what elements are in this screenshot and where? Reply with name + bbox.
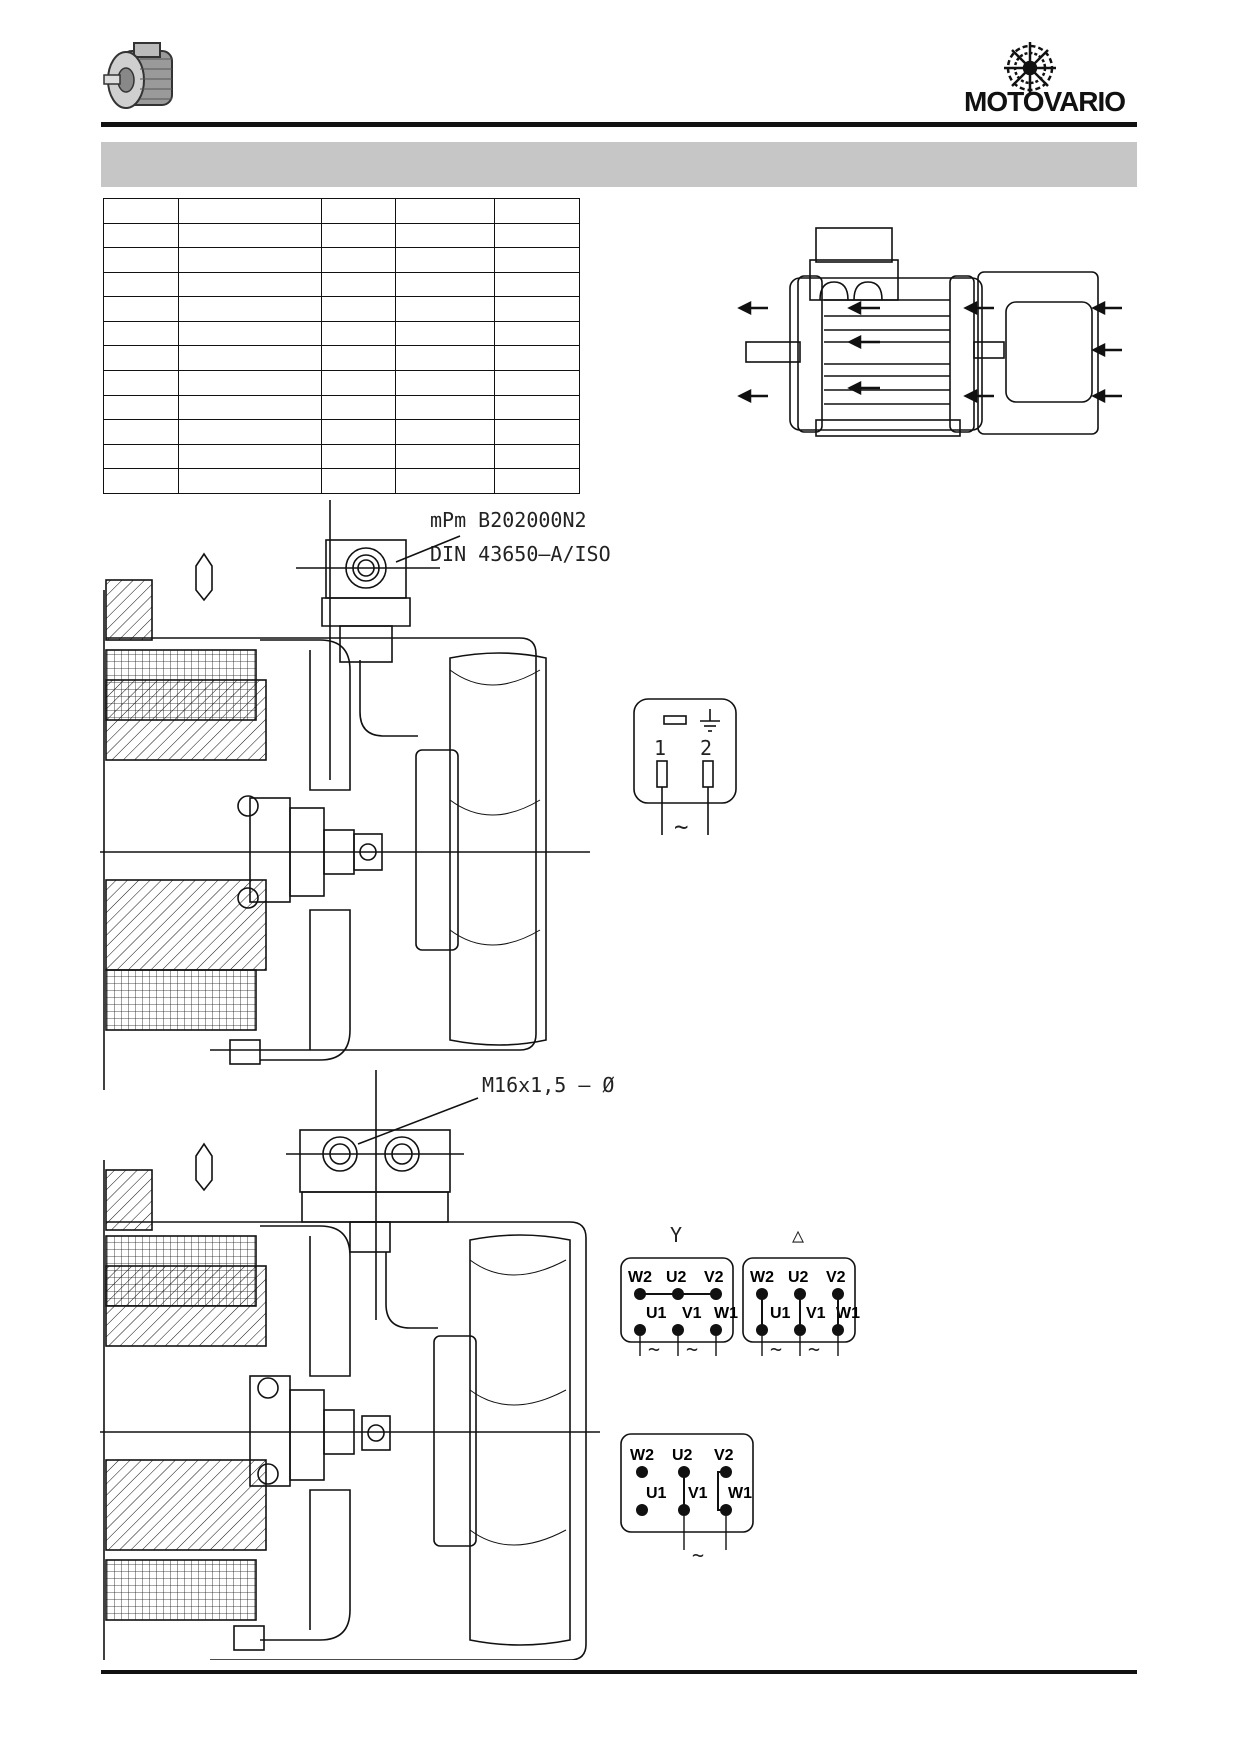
table-row [103, 394, 580, 421]
terminal-u1: U1 [646, 1305, 667, 1322]
connector-part-number: mPm B202000N2 [430, 508, 587, 532]
supply-symbol: ~ [808, 1337, 820, 1360]
delta-connection-diagram: △ W2 U2 V2 U1 V1 W1 ~ ~ [740, 1220, 860, 1361]
footer-rule [101, 1670, 1137, 1674]
motor-thumbnail [100, 35, 200, 125]
table-row [103, 320, 580, 347]
fan-section-drawing-1: mPm B202000N2 DIN 43650–A/ISO 4400 [100, 500, 671, 1100]
supply-symbol: ~ [686, 1337, 698, 1360]
fan-section-drawing-2: M16x1,5 – Ø 5–10MM. [100, 1060, 711, 1661]
table-row [103, 198, 580, 224]
pin-1-label: 1 [654, 736, 666, 760]
table-row [103, 443, 580, 470]
terminal-w1: W1 [714, 1305, 738, 1322]
table-row [103, 296, 580, 322]
terminal-v2: V2 [826, 1269, 846, 1286]
terminal-w2: W2 [750, 1269, 774, 1286]
cable-gland-label: M16x1,5 – Ø 5–10MM. [482, 1073, 620, 1097]
terminal-w1: W1 [836, 1305, 860, 1322]
supply-symbol: ~ [674, 813, 688, 841]
terminal-v2: V2 [704, 1269, 724, 1286]
table-row [103, 222, 580, 249]
terminal-v1: V1 [682, 1305, 702, 1322]
supply-symbol: ~ [770, 1337, 782, 1360]
table-row [103, 419, 580, 445]
motovario-gear-logo-icon [1004, 42, 1056, 94]
single-phase-connection-diagram: W2 U2 V2 U1 V1 W1 ~ [618, 1430, 758, 1570]
terminal-w1: W1 [728, 1485, 752, 1502]
terminal-u1: U1 [770, 1305, 791, 1322]
terminal-v1: V1 [806, 1305, 826, 1322]
terminal-u2: U2 [666, 1269, 687, 1286]
header-rule [101, 122, 1137, 127]
forced-ventilation-motor-icon [737, 227, 1122, 437]
terminal-u1: U1 [646, 1485, 667, 1502]
spec-table [103, 198, 580, 494]
table-row [103, 468, 580, 494]
connector-pinout: 1 2 ~ [630, 695, 740, 845]
terminal-w2: W2 [628, 1269, 652, 1286]
title-band [101, 142, 1137, 187]
table-row [103, 247, 580, 273]
terminal-v2: V2 [714, 1447, 734, 1464]
airflow-arrow-left-icon [737, 300, 1122, 404]
connector-plug-pinout-icon: 1 2 ~ [633, 698, 737, 841]
delta-symbol: △ [792, 1223, 804, 1247]
supply-symbol: ~ [648, 1337, 660, 1360]
star-symbol: Y [670, 1223, 682, 1247]
table-row [103, 345, 580, 372]
brand-logo [1000, 40, 1060, 96]
star-connection-diagram: Y W2 U2 V2 U1 V1 W1 ~ ~ [618, 1220, 738, 1361]
terminal-w2: W2 [630, 1447, 654, 1464]
connector-standard: DIN 43650–A/ISO 4400 [430, 542, 620, 566]
spec-table-body [103, 198, 580, 494]
electric-motor-thumbnail-icon [103, 42, 173, 109]
terminal-u2: U2 [788, 1269, 809, 1286]
pin-2-label: 2 [700, 736, 712, 760]
forced-ventilation-diagram [720, 220, 1130, 450]
table-row [103, 271, 580, 298]
brand-logo-text: MOTOVARIO [964, 86, 1126, 117]
table-row [103, 370, 580, 396]
terminal-v1: V1 [688, 1485, 708, 1502]
terminal-u2: U2 [672, 1447, 693, 1464]
supply-symbol: ~ [692, 1543, 704, 1567]
